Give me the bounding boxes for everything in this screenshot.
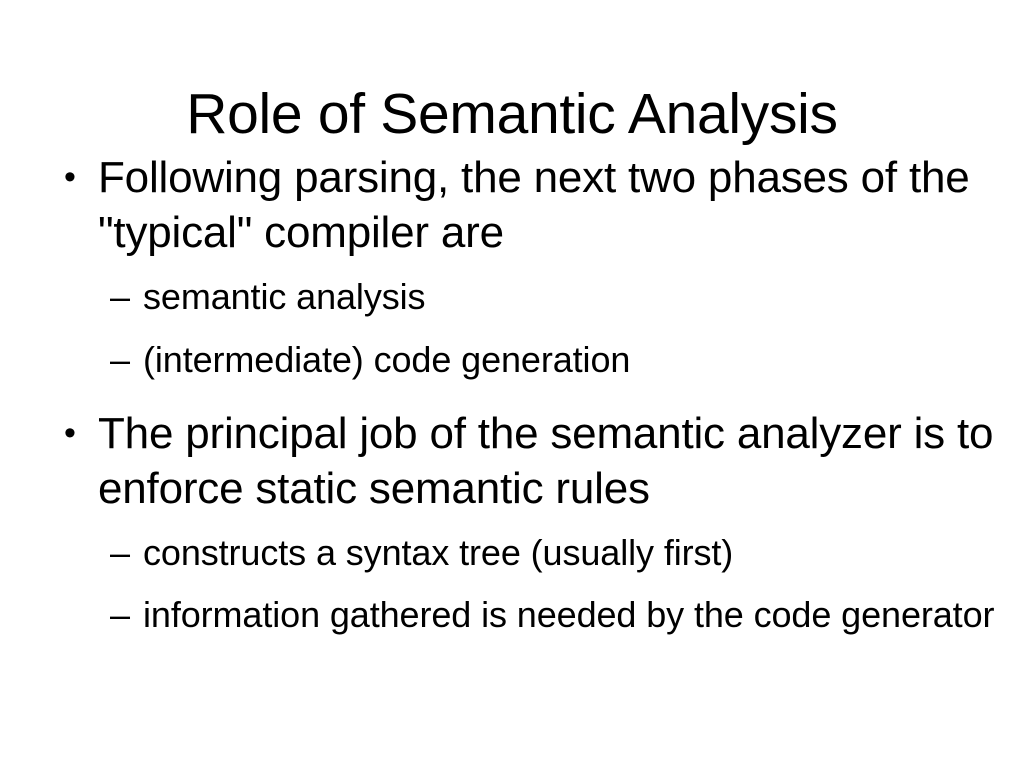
- bullet-text: The principal job of the semantic analyz…: [98, 408, 994, 513]
- slide-title: Role of Semantic Analysis: [186, 82, 838, 147]
- bullet-list: • Following parsing, the next two phases…: [0, 150, 1024, 639]
- bullet-text: constructs a syntax tree (usually first): [143, 531, 734, 573]
- bullet-item-level1: • The principal job of the semantic anal…: [0, 406, 1024, 516]
- bullet-dash-icon: –: [110, 594, 130, 636]
- bullet-text: (intermediate) code generation: [143, 338, 631, 380]
- sub-bullet-list: – semantic analysis – (intermediate) cod…: [0, 274, 1024, 384]
- bullet-item-level2: – (intermediate) code generation: [0, 337, 1024, 384]
- bullet-dash-icon: –: [110, 276, 130, 317]
- bullet-dash-icon: –: [110, 338, 130, 380]
- slide-body: • Following parsing, the next two phases…: [0, 150, 1024, 639]
- sub-bullet-list: – constructs a syntax tree (usually firs…: [0, 530, 1024, 640]
- bullet-item-level2: – semantic analysis: [0, 274, 1024, 321]
- bullet-text: Following parsing, the next two phases o…: [98, 153, 970, 257]
- bullet-text: information gathered is needed by the co…: [143, 594, 995, 636]
- bullet-text: semantic analysis: [143, 276, 426, 317]
- bullet-item-level2: – constructs a syntax tree (usually firs…: [0, 530, 1024, 577]
- bullet-dot-icon: •: [64, 158, 76, 196]
- bullet-dot-icon: •: [64, 413, 76, 452]
- bullet-item-level2: – information gathered is needed by the …: [0, 592, 1024, 639]
- bullet-dash-icon: –: [110, 531, 130, 573]
- bullet-item-level1: • Following parsing, the next two phases…: [0, 150, 1024, 260]
